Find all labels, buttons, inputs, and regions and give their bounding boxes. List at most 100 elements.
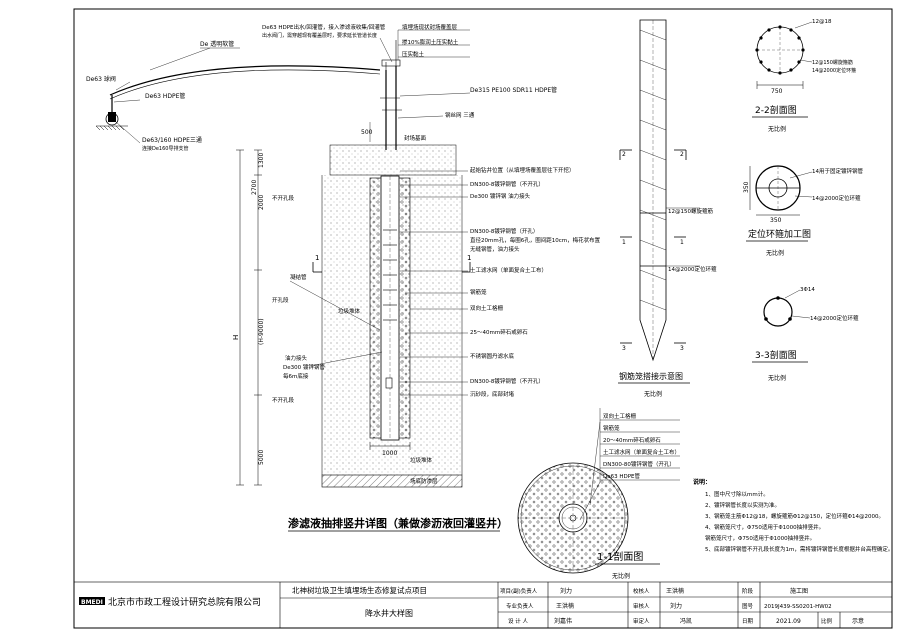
rebar-label-3b: 3 [680,345,684,352]
label-de-pipe: De 透明软管 [200,40,234,48]
label-open: 开孔段 [272,296,289,304]
sec11-scale: 无比例 [612,572,630,580]
tb-r1-c4: 图号 [742,602,754,610]
note-2: 3、钢筋笼主筋Φ12@18，螺旋箍筋Φ12@150，定位环箍Φ14@2000。 [705,512,884,520]
sec22-note-2: 14@2000定位环箍 [812,67,856,74]
sec22-dim: 750 [771,88,783,95]
label-layer-10: 不锈钢圆丹滤水底 [470,352,515,360]
label-de160: 连接De160导排支管 [142,145,188,152]
ring-scale: 无比例 [766,249,784,257]
notes-title: 说明： [693,478,711,486]
label-layer-2: De300 镀锌钢 油力接头 [470,192,531,200]
left-dimensions [236,149,262,486]
label-not-open-2: 不开孔段 [272,396,295,404]
sec11-legend-4: DN300-80镀锌钢管（开孔） [603,460,675,468]
note-1: 2、镀锌钢管长度以实测为准。 [705,501,780,509]
sec33-title: 3-3剖面图 [755,349,797,361]
rebar-note-1: 14@2000定位环箍 [668,265,717,273]
tb-r0-c0: 项目(副)负责人 [500,587,538,595]
rebar-cage [619,19,700,362]
logo-text: BMEDI [81,599,103,606]
tb-r0-c5: 施工图 [790,587,808,595]
company-name: 北京市市政工程设计研究总院有限公司 [108,596,261,608]
rebar-label-2b: 2 [680,151,684,158]
sec11-legend-box [599,408,680,482]
label-de63-note2: 出水阀门，需穿越现有覆盖层时，要求延长管道长度 [262,32,377,39]
label-layer-6: 土工滤水网（单面复合土工布） [470,266,547,274]
label-de63-note1: De63 HDPE出水/回灌管，接入渗滤液收集/回灌管 [262,23,386,31]
tb-r2-c0: 设 计 人 [508,617,528,625]
dim-h-9000: (H-9000) [258,318,265,345]
label-layer-1: DN300-8镀锌钢管（不开孔） [470,180,544,188]
tb-r2-c7: 示意 [852,617,864,625]
dim-1300: 1300 [258,153,265,168]
section-cut-1 [312,262,471,273]
sec22-scale: 无比例 [768,125,786,133]
dim-h: H [232,335,240,340]
label-drill-pipe: 凝结管 [290,273,307,281]
cover-layers [397,29,470,60]
label-liner-base: 场底防渗层 [410,477,438,485]
label-seal-base: 封场基面 [404,134,427,142]
note-4: 钢筋笼尺寸，Φ750适用于Φ1000抽排竖井。 [705,534,815,542]
sec22-note-0: 12@18 [812,19,832,25]
sec11-title: 1-1剖面图 [597,550,643,563]
title-block [73,581,893,629]
top-cap-zone [329,144,457,176]
sec11-legend-2: 20～40mm碎石或卵石 [603,436,661,444]
label-compact: 压实黏土 [402,50,425,58]
sec11-legend-0: 双向土工格栅 [603,412,637,420]
dim-5000: 5000 [258,450,265,465]
rebar-label-1a: 1 [622,239,626,246]
sec11-legend-5: De63 HDPE管 [603,472,641,480]
ring-note-1: 14@2000定位环箍 [812,194,861,202]
section-1-1 [517,421,629,574]
right-leaders [400,170,468,396]
label-layer-3: DN300-8镀锌钢管（开孔） [470,227,538,235]
tb-r1-c3: 刘力 [670,602,682,610]
project-name: 北神树垃圾卫生填埋场生态修复试点项目 [292,585,427,595]
tb-r1-c5: 2019J439-SS0201-HW02 [764,604,832,610]
label-layer-7: 钢筋笼 [470,288,487,296]
label-hole-b: De300 镀锌钢管 [283,363,325,371]
label-hole-a: 油力接头 [285,354,308,362]
tb-r2-c6: 比例 [821,617,833,625]
section-label-left: 1 [315,254,319,262]
dim-500: 500 [361,129,373,136]
sec33-scale: 无比例 [768,374,786,382]
note-3: 4、钢筋笼尺寸，Φ750适用于Φ1000抽排竖井。 [705,523,824,531]
label-hole-c: 每6m底接 [283,372,309,380]
ring-note-0: 14用于固定镀锌钢管 [812,167,863,175]
label-de63-left: De63 球阀 [86,75,116,83]
tb-r2-c1: 刘嘉伟 [554,617,572,625]
tb-r0-c1: 刘力 [560,587,572,595]
sec33-note-1: 14@2000定位环箍 [810,314,859,322]
tb-r0-c4: 阶段 [742,587,754,595]
ring-dim-1: 350 [770,217,782,224]
ring-detail [749,165,813,216]
tb-r0-c2: 校核人 [633,587,650,595]
label-layer-5: 无缝钢管，油力接头 [470,245,520,253]
tb-r0-c3: 王洪楠 [666,587,684,595]
dim-1000: 1000 [382,450,397,457]
ring-dim-0: 350 [743,181,750,193]
sec11-legend-1: 钢筋笼 [603,424,620,432]
label-waste-body: 垃圾堆体 [338,307,361,315]
ring-title: 定位环箍加工图 [748,228,811,240]
dim-2000: 2000 [258,195,265,210]
tb-r2-c2: 审定人 [633,617,650,625]
main-title: 渗滤液抽排竖井详图（兼做渗沥液回灌竖井） [288,516,508,530]
section-label-right: 1 [467,254,471,262]
note-5: 5、底部镀锌钢管不开孔段长度为1m，需将镀锌钢管长度根据井台高程确定。 [705,545,893,553]
rebar-title: 钢筋笼搭接示意图 [619,371,683,381]
tb-r2-c5: 2021.09 [776,618,801,625]
section-2-2 [755,21,813,89]
tb-r1-c1: 王洪楠 [556,602,574,610]
pipe-connection-detail [95,47,381,144]
well-riser [380,40,402,150]
rebar-label-3a: 3 [622,345,626,352]
sec22-note-1: 12@150螺旋箍筋 [812,59,853,66]
tb-r2-c3: 冯凯 [680,617,692,625]
label-layer-8: 双向土工格栅 [470,304,504,312]
